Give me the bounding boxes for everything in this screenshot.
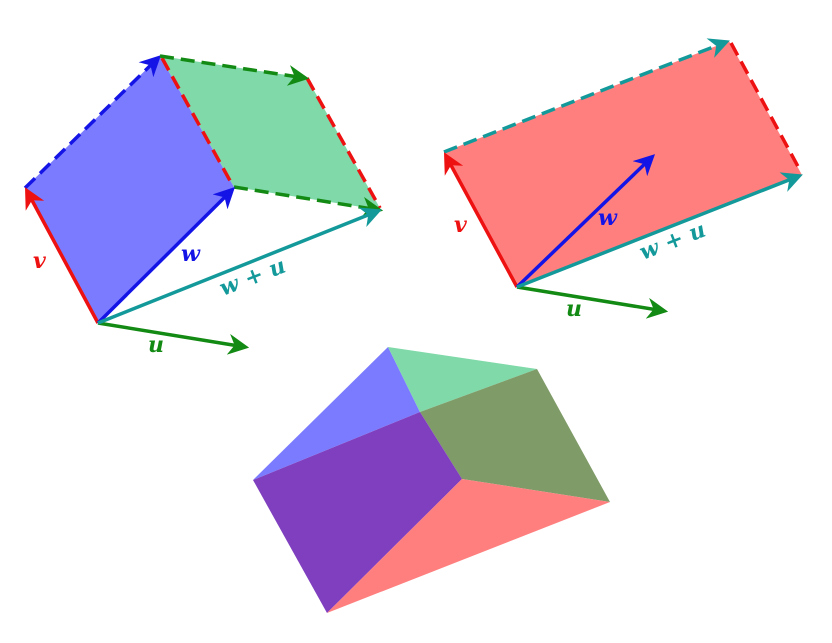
- right-vector-u: [516, 285, 669, 319]
- left-green-parallelogram: [160, 56, 381, 210]
- left-label-v: v: [33, 248, 46, 274]
- left-dashed-red-edge-1: [160, 57, 235, 187]
- solid-red-face: [327, 479, 610, 613]
- right-label-u: u: [566, 296, 582, 322]
- solid-purple-face: [253, 412, 462, 613]
- left-vector-v: [25, 187, 100, 324]
- right-dashed-red-edge: [729, 42, 803, 173]
- left-dashed-green-edge-1: [159, 54, 310, 86]
- left-label-w: w: [181, 241, 201, 267]
- left-dashed-green-edge-2: [233, 185, 384, 218]
- left-panel: v w u w + u: [23, 54, 384, 358]
- left-vector-w-plus-u: [97, 207, 382, 325]
- right-label-v: v: [454, 212, 467, 238]
- right-vector-v: [443, 152, 519, 288]
- left-dashed-blue-edge: [23, 55, 162, 190]
- left-dashed-red-edge-2: [305, 77, 382, 209]
- solid-blue-face: [253, 347, 420, 480]
- solid-olive-face: [420, 369, 610, 502]
- left-label-u: u: [148, 332, 164, 358]
- left-vector-u: [97, 321, 250, 355]
- right-label-w: w: [598, 205, 618, 231]
- bottom-panel: [253, 347, 610, 613]
- right-vector-w-plus-u: [516, 172, 803, 289]
- right-dashed-teal-edge: [443, 38, 730, 154]
- left-blue-parallelogram: [25, 56, 234, 323]
- right-panel: v w u w + u: [443, 38, 803, 322]
- right-vector-w: [515, 154, 656, 289]
- right-red-parallelogram: [444, 41, 802, 287]
- left-vector-w: [96, 187, 235, 325]
- solid-green-face: [388, 347, 537, 412]
